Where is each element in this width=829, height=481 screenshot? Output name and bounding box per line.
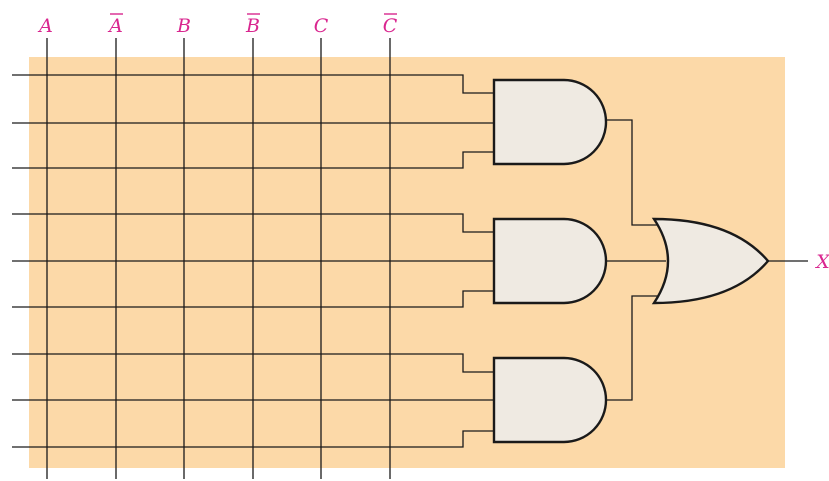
and-1-output-wire — [606, 119, 660, 226]
product-lines — [12, 74, 494, 448]
input-label-a-not: A — [107, 15, 123, 37]
and-3-output-wire — [606, 295, 660, 401]
product-line-9 — [12, 430, 494, 448]
or-gate — [651, 217, 770, 305]
input-label-a: A — [37, 15, 53, 37]
product-line-3 — [12, 151, 494, 169]
and-gate-1 — [492, 78, 608, 166]
input-label-c-not: C — [383, 15, 398, 37]
input-label-c: C — [314, 15, 329, 37]
input-columns — [46, 38, 391, 479]
output-label-x: X — [814, 251, 829, 273]
product-line-4 — [12, 213, 494, 233]
product-line-7 — [12, 353, 494, 373]
and-gate-3 — [492, 356, 608, 444]
and-gate-2 — [492, 217, 608, 305]
input-label-b-not: B — [245, 15, 260, 37]
product-line-6 — [12, 290, 494, 308]
input-label-b: B — [176, 15, 191, 37]
or-input-wires — [606, 119, 666, 401]
product-line-1 — [12, 74, 494, 94]
